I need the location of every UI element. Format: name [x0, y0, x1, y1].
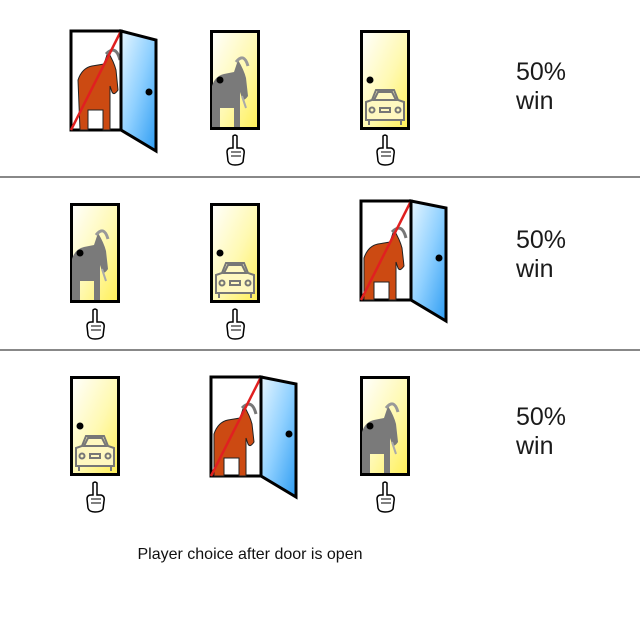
pointing-hand-icon	[85, 308, 107, 340]
door-knob-icon	[435, 254, 443, 262]
pointing-hand-icon	[375, 481, 397, 513]
result-label: 50% win	[516, 58, 566, 116]
goat-icon	[213, 402, 258, 477]
door-knob-icon	[216, 249, 224, 257]
door-open-goat	[69, 29, 160, 155]
door-closed-goat[interactable]	[210, 30, 260, 130]
strike-line	[69, 30, 123, 131]
car-icon	[215, 262, 255, 298]
door-knob-icon	[76, 249, 84, 257]
result-text: win	[516, 255, 554, 283]
scenario-row-1: 50% win	[0, 0, 640, 176]
result-label: 50% win	[516, 226, 566, 284]
door-panel	[119, 29, 158, 154]
result-percent: 50%	[516, 226, 567, 254]
door-panel	[409, 199, 448, 324]
scenario-row-3: 50% win	[0, 351, 640, 513]
scenario-row-2: 50% win	[0, 178, 640, 350]
door-knob-icon	[76, 422, 84, 430]
door-knob-icon	[285, 430, 293, 438]
pointing-hand-icon	[375, 134, 397, 166]
pointing-hand-icon	[225, 134, 247, 166]
door-closed-goat[interactable]	[70, 203, 120, 303]
pointing-hand-icon	[225, 308, 247, 340]
door-knob-icon	[216, 76, 224, 84]
door-closed-goat[interactable]	[360, 376, 410, 476]
result-text: win	[516, 87, 554, 115]
door-closed-car[interactable]	[210, 203, 260, 303]
result-percent: 50%	[516, 403, 567, 431]
goat-icon	[363, 226, 408, 301]
result-percent: 50%	[516, 58, 567, 86]
door-panel	[259, 375, 298, 500]
pointing-hand-icon	[85, 481, 107, 513]
result-label: 50% win	[516, 403, 566, 461]
goat-icon	[77, 48, 122, 131]
car-icon	[75, 435, 115, 471]
door-closed-car[interactable]	[70, 376, 120, 476]
door-knob-icon	[366, 422, 374, 430]
strike-line	[359, 200, 413, 301]
result-text: win	[516, 432, 554, 460]
caption: Player choice after door is open	[137, 546, 363, 563]
door-open-goat	[359, 199, 450, 325]
door-knob-icon	[145, 88, 153, 96]
row-separator	[0, 349, 640, 351]
row-separator	[0, 176, 640, 178]
strike-line	[209, 376, 263, 477]
door-knob-icon	[366, 76, 374, 84]
door-closed-car[interactable]	[360, 30, 410, 130]
door-open-goat	[209, 375, 300, 501]
car-icon	[365, 89, 405, 125]
